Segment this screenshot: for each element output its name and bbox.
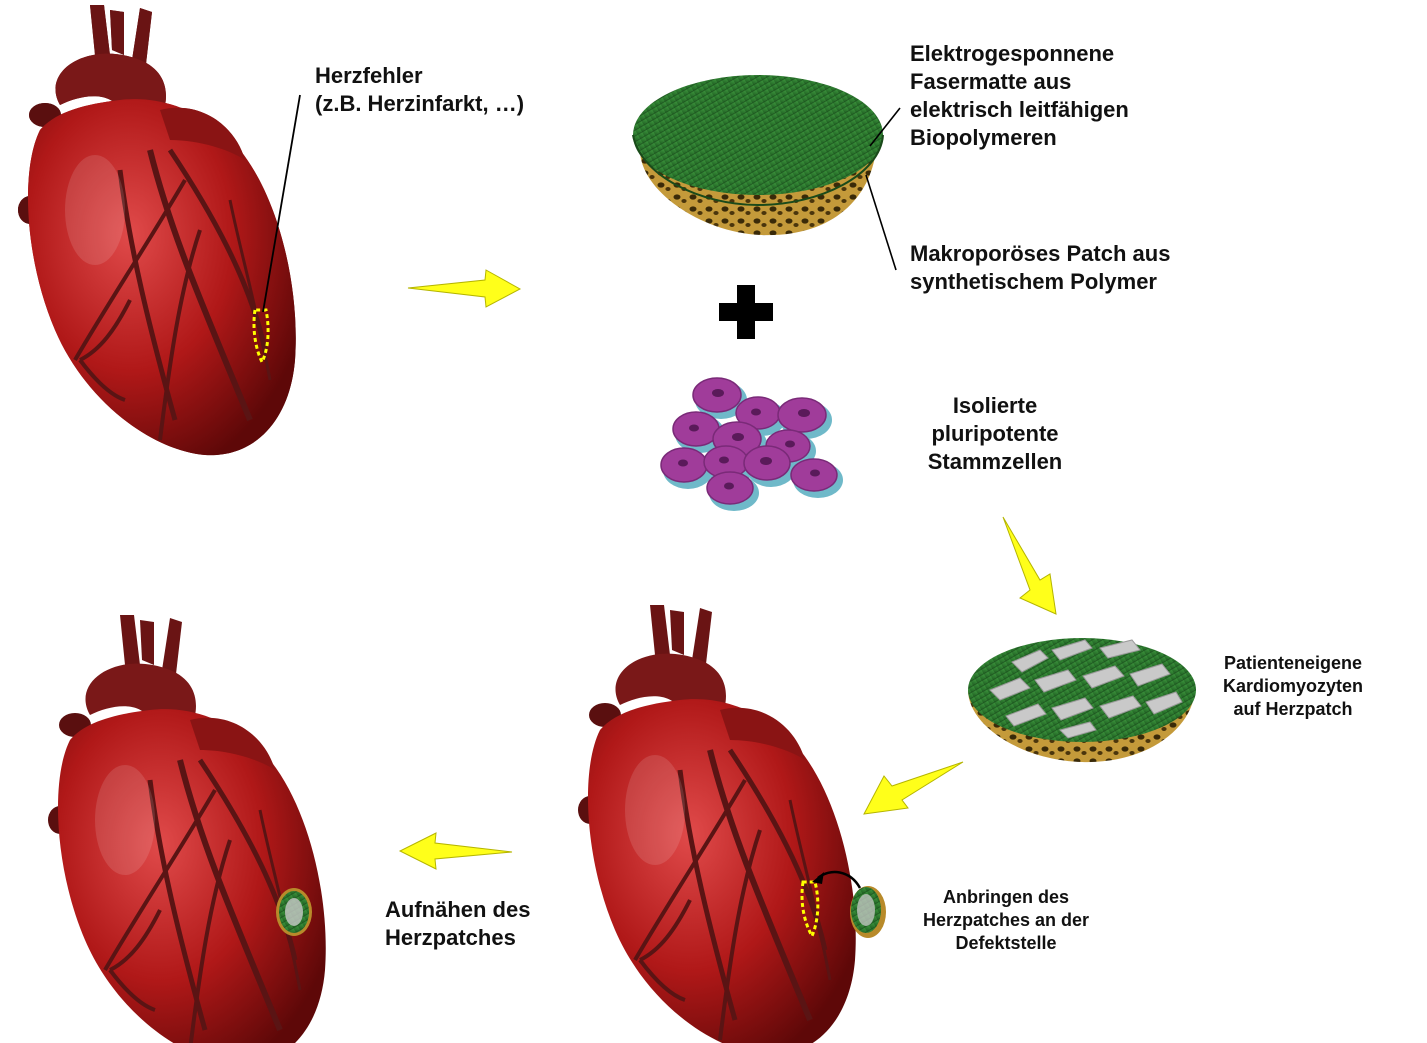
defect-label: Herzfehler (z.B. Herzinfarkt, …) xyxy=(315,63,525,117)
cardiomyocytes-label: Patienteneigene Kardiomyozyten auf Herzp… xyxy=(1222,653,1364,720)
heart-attach-icon xyxy=(578,605,856,1043)
suture-label: Aufnähen des Herzpatches xyxy=(385,897,531,951)
defect-leader-line xyxy=(262,94,301,313)
fiber-mat-leader xyxy=(869,107,901,147)
heart-defect-icon xyxy=(18,5,296,455)
cells-icon xyxy=(660,377,843,511)
patch-icon xyxy=(632,75,884,236)
arrow-to-heart-sutured xyxy=(398,832,513,870)
fiber-mat-label: Elektrogesponnene Fasermatte aus elektri… xyxy=(910,41,1129,151)
arrow-to-patch xyxy=(407,269,522,308)
macroporous-label: Makroporöses Patch aus synthetischem Pol… xyxy=(910,241,1171,295)
cardiomyocyte-patch-icon xyxy=(968,638,1196,763)
heart-sutured-icon xyxy=(48,615,326,1043)
defect-marker xyxy=(252,308,270,366)
stem-cells-label: Isolierte pluripotente Stammzellen xyxy=(927,393,1063,475)
arrow-to-cardiomyocytes xyxy=(1002,516,1057,615)
sutured-patch-icon xyxy=(276,888,312,936)
arrow-icon xyxy=(398,269,1057,870)
attach-label: Anbringen des Herzpatches an der Defekts… xyxy=(922,887,1090,954)
plus-icon xyxy=(719,285,773,339)
arrow-to-heart-attach xyxy=(863,761,964,815)
scaffold-leader xyxy=(865,174,897,271)
small-patch-icon xyxy=(850,886,886,938)
defect-marker-2 xyxy=(800,880,820,940)
